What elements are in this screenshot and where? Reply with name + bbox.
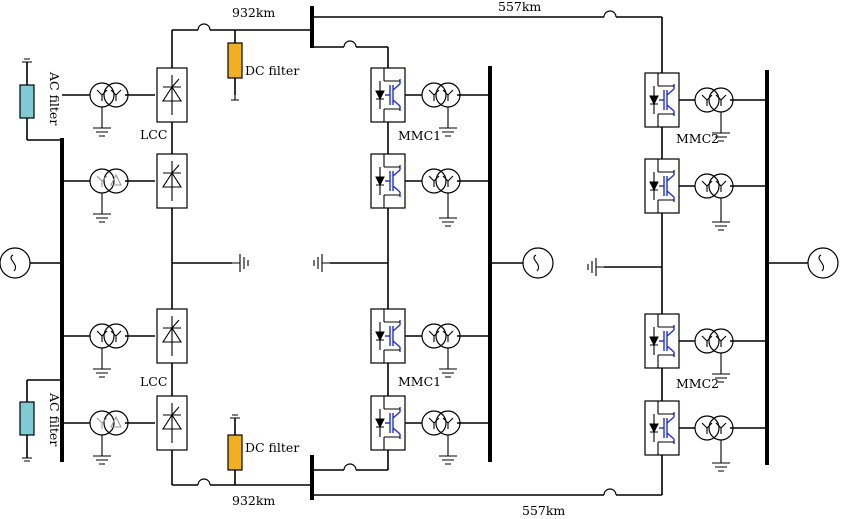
ac-source-mmc1 [490,247,554,279]
mmc1-submodule-1 [370,67,406,123]
line-557km-bottom-label: 557km [522,503,565,518]
mmc2-transformers [679,87,767,472]
dc-filter-top-label: DC filter [245,63,299,78]
mmc2-submodule-4 [644,400,680,456]
lcc-valve-1 [156,67,188,123]
mmc1-submodule-2 [370,153,406,209]
mmc1-submodule-4 [370,395,406,451]
lcc-valve-2 [156,153,188,209]
mmc2-submodule-3 [644,313,680,369]
mmc1-bottom-label: MMC1 [398,374,441,389]
mmc2-top-label: MMC2 [676,131,719,146]
lcc-top-label: LCC [140,127,167,142]
line-932km-bottom-label: 932km [232,493,275,508]
mmc1-submodule-3 [370,308,406,364]
lcc-transformer-3 [62,323,155,378]
line-932km-top-label: 932km [232,5,275,20]
lcc-transformer-4 [62,410,155,465]
line-557km-top-label: 557km [498,0,541,14]
lcc-valve-4 [156,395,188,451]
ac-filter-bottom-label: AC filter [47,392,62,446]
dc-line-932km-bottom [172,414,312,486]
lcc-bottom-label: LCC [140,374,167,389]
lcc-transformer-1 [62,82,155,137]
dc-line-557km-bottom [312,488,662,496]
mmc2-submodule-1 [644,72,680,128]
dc-line-557km-top [312,10,662,18]
ac-filter-bottom [19,379,62,462]
mmc2-bottom-label: MMC2 [676,376,719,391]
mmc1-transformers [405,82,490,465]
dc-line-932km-top [172,23,312,101]
ac-filter-top-label: AC filter [47,71,62,125]
ac-filter-top [19,58,62,141]
ac-source-left [0,247,62,279]
lcc-transformer-2 [62,168,155,223]
mmc1-top-label: MMC1 [398,128,441,143]
ac-source-mmc2 [767,247,839,279]
mmc2-submodule-2 [644,158,680,214]
lcc-valve-3 [156,308,188,364]
dc-filter-bottom-label: DC filter [245,440,299,455]
